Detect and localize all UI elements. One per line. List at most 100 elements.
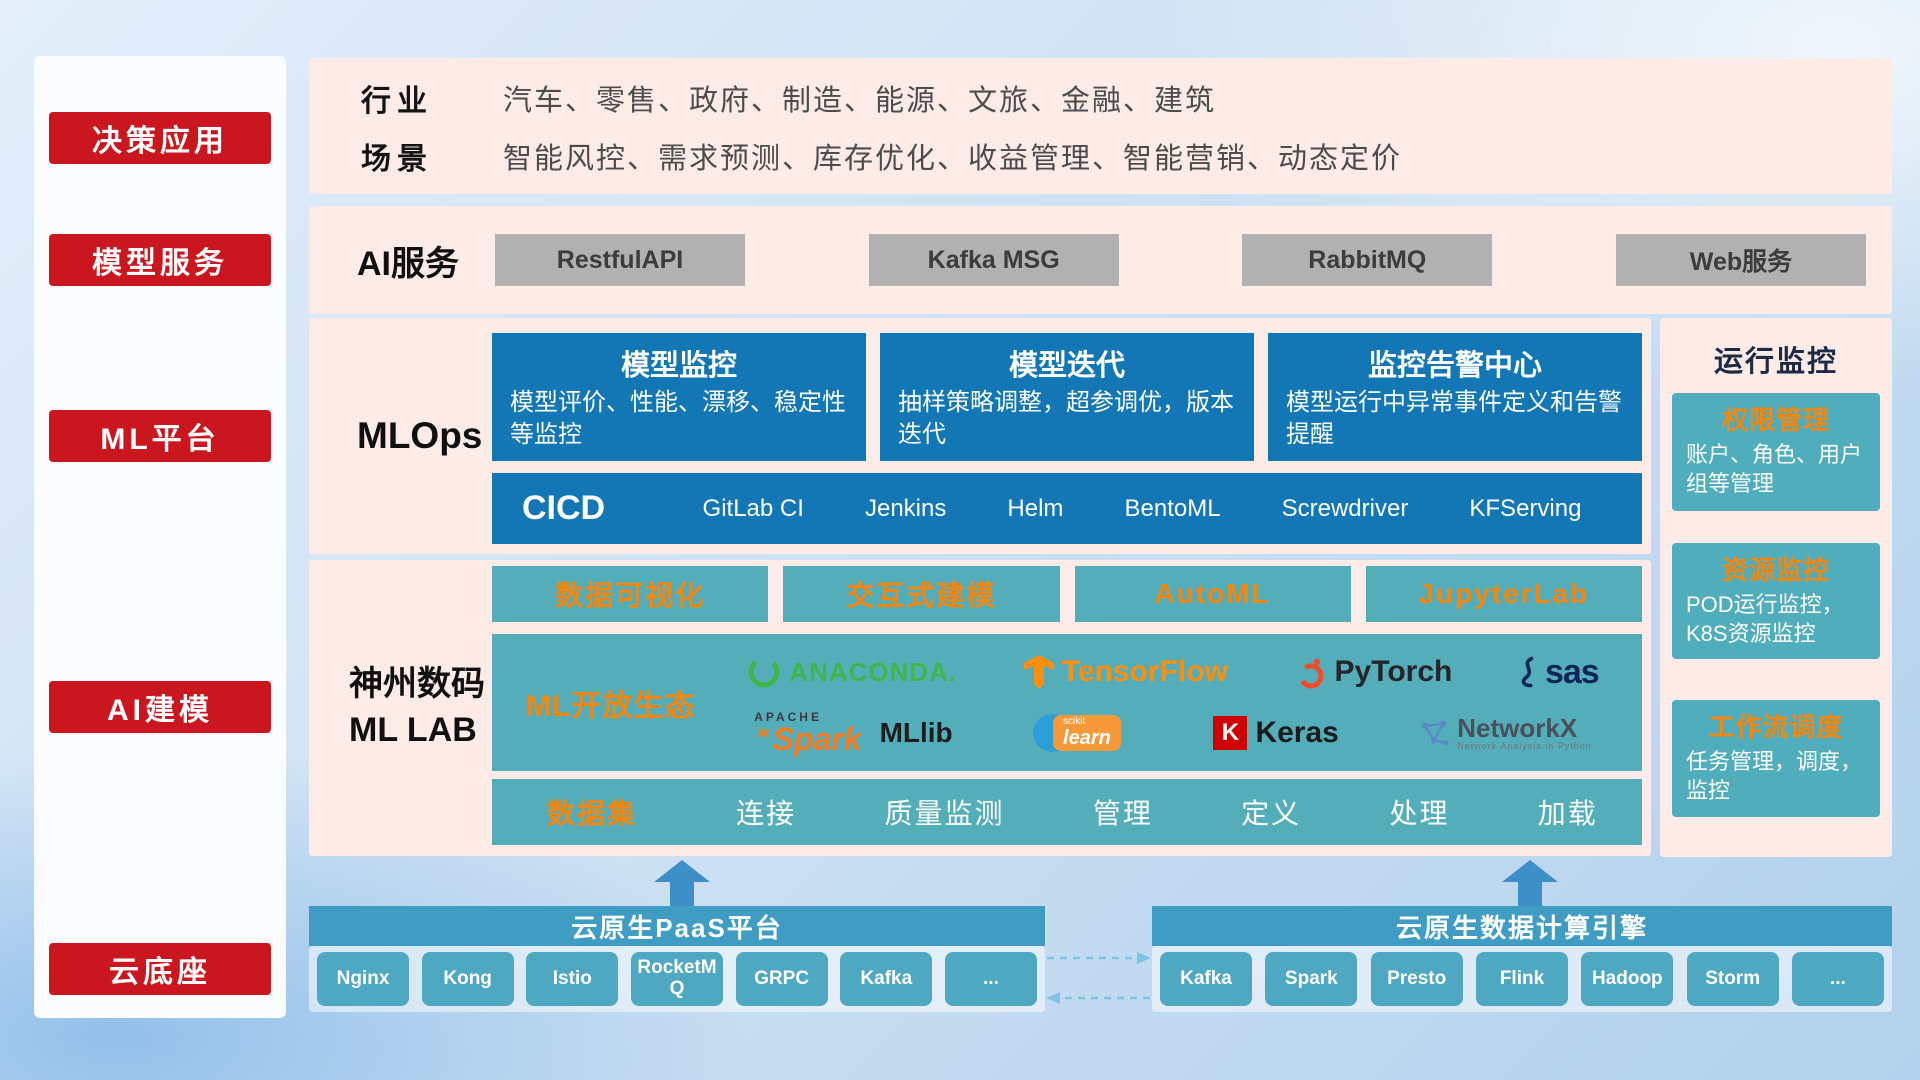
dataset-item-connect: 连接 <box>736 798 797 829</box>
service-chip-rabbitmq: RabbitMQ <box>1242 234 1493 286</box>
node-chip-rocketmq: RocketMQ <box>630 952 723 1006</box>
anaconda-icon <box>748 656 780 688</box>
networkx-icon <box>1422 720 1449 746</box>
spark-mllib-logo: APACHE ✶Spark MLlib <box>754 709 953 757</box>
card-title: 工作流调度 <box>1708 712 1844 742</box>
ml-ecosystem-label: ML开放生态 <box>526 689 696 723</box>
industry-scene-panel: 行业 汽车、零售、政府、制造、能源、文旅、金融、建筑 场景 智能风控、需求预测、… <box>309 58 1892 194</box>
exchange-arrows <box>1046 952 1151 1004</box>
card-desc: 账户、角色、用户组等管理 <box>1686 442 1863 496</box>
mllab-tool-data-viz: 数据可视化 <box>492 566 769 622</box>
service-chip-web: Web服务 <box>1615 234 1866 286</box>
node-chip-kafka: Kafka <box>840 952 933 1006</box>
dataset-label: 数据集 <box>546 798 637 829</box>
engine-bar-title: 云原生数据计算引擎 <box>1395 912 1648 943</box>
rail-item-decision-app: 决策应用 <box>49 112 271 164</box>
card-title: 监控告警中心 <box>1367 350 1542 382</box>
mlops-label: MLOps <box>357 415 483 456</box>
engine-node-strip: Kafka Spark Presto Flink Hadoop Storm ..… <box>1152 946 1892 1012</box>
runtime-monitor-title: 运行监控 <box>1713 346 1838 378</box>
cicd-tool-kfserving: KFServing <box>1469 494 1582 522</box>
card-desc: 任务管理，调度，监控 <box>1686 749 1863 803</box>
service-chip-restfulapi: RestfulAPI <box>495 234 745 286</box>
industry-label: 行业 <box>361 85 433 118</box>
scikit-learn-logo: scikit learn <box>1033 710 1133 756</box>
mllab-tool-jupyterlab: JupyterLab <box>1365 566 1642 622</box>
mlops-card-alert-center: 监控告警中心 模型运行中异常事件定义和告警提醒 <box>1268 333 1642 461</box>
card-title: 模型监控 <box>620 350 737 382</box>
dataset-bar: 数据集 连接 质量监测 管理 定义 处理 加载 <box>492 779 1642 845</box>
rail-item-ml-platform: ML平台 <box>49 410 271 462</box>
pytorch-icon <box>1298 659 1324 689</box>
keras-logo: K Keras <box>1213 715 1339 750</box>
runtime-monitor-panel: 运行监控 权限管理 账户、角色、用户组等管理 资源监控 POD运行监控，K8S资… <box>1660 318 1892 857</box>
keras-k-icon: K <box>1213 715 1248 750</box>
left-rail: 决策应用 模型服务 ML平台 AI建模 云底座 <box>34 56 286 1018</box>
card-desc: 模型运行中异常事件定义和告警提醒 <box>1286 389 1622 449</box>
scene-list: 智能风控、需求预测、库存优化、收益管理、智能营销、动态定价 <box>503 143 1403 175</box>
node-chip-presto: Presto <box>1370 952 1463 1006</box>
monitor-card-resources: 资源监控 POD运行监控，K8S资源监控 <box>1672 543 1880 659</box>
node-chip-nginx: Nginx <box>317 952 409 1006</box>
mllab-panel: 神州数码 ML LAB 数据可视化 交互式建模 AutoML JupyterLa… <box>309 560 1651 856</box>
cicd-tool-helm: Helm <box>1007 494 1064 522</box>
node-chip-grpc: GRPC <box>735 952 828 1006</box>
spark-star-icon: ✶ <box>754 720 773 746</box>
node-chip-istio: Istio <box>526 952 619 1006</box>
mllab-label: 神州数码 ML LAB <box>339 560 499 856</box>
node-chip-more2: ... <box>1791 952 1884 1006</box>
node-chip-flink: Flink <box>1475 952 1568 1006</box>
paas-bar: 云原生PaaS平台 <box>309 906 1045 946</box>
monitor-card-workflow: 工作流调度 任务管理，调度，监控 <box>1672 700 1880 817</box>
dataset-item-load: 加载 <box>1537 798 1598 829</box>
rail-item-cloud-base: 云底座 <box>49 943 271 995</box>
card-desc: POD运行监控，K8S资源监控 <box>1686 592 1844 646</box>
node-chip-kong: Kong <box>421 952 514 1006</box>
rail-item-model-service: 模型服务 <box>49 234 271 286</box>
rail-item-ai-modeling: AI建模 <box>49 681 271 733</box>
ml-ecosystem-box: ML开放生态 ANACONDA. Te <box>492 634 1642 771</box>
ai-service-panel: AI服务 RestfulAPI Kafka MSG RabbitMQ Web服务 <box>309 206 1892 314</box>
card-title: 模型迭代 <box>1008 350 1125 382</box>
monitor-card-permissions: 权限管理 账户、角色、用户组等管理 <box>1672 393 1880 511</box>
pytorch-logo: PyTorch <box>1295 654 1452 690</box>
industry-list: 汽车、零售、政府、制造、能源、文旅、金融、建筑 <box>503 85 1217 117</box>
cicd-tool-bentoml: BentoML <box>1124 494 1221 522</box>
mlops-card-model-monitor: 模型监控 模型评价、性能、漂移、稳定性等监控 <box>492 333 866 461</box>
dataset-item-manage: 管理 <box>1092 798 1153 829</box>
node-chip-storm: Storm <box>1686 952 1779 1006</box>
node-chip-spark: Spark <box>1265 952 1358 1006</box>
paas-node-strip: Nginx Kong Istio RocketMQ GRPC Kafka ... <box>309 946 1045 1012</box>
service-chip-kafka-msg: Kafka MSG <box>868 234 1119 286</box>
mllab-tool-automl: AutoML <box>1074 566 1351 622</box>
dataset-item-process: 处理 <box>1389 798 1450 829</box>
card-title: 资源监控 <box>1721 555 1830 585</box>
scene-label: 场景 <box>361 143 433 176</box>
card-desc: 模型评价、性能、漂移、稳定性等监控 <box>510 389 846 449</box>
networkx-logo: NetworkX Network Analysis in Python <box>1419 713 1592 752</box>
anaconda-logo: ANACONDA. <box>747 655 957 689</box>
cicd-bar: CICD GitLab CI Jenkins Helm BentoML Scre… <box>492 473 1642 544</box>
card-title: 权限管理 <box>1721 405 1830 435</box>
node-chip-more: ... <box>944 952 1037 1006</box>
mllab-label-line2: ML LAB <box>349 711 477 749</box>
cicd-tool-screwdriver: Screwdriver <box>1281 494 1409 522</box>
cicd-label: CICD <box>522 489 606 527</box>
dataset-item-define: 定义 <box>1241 798 1302 829</box>
mllab-label-line1: 神州数码 <box>349 665 485 704</box>
node-chip-kafka2: Kafka <box>1160 952 1252 1006</box>
paas-bar-title: 云原生PaaS平台 <box>571 912 783 943</box>
tensorflow-icon <box>1023 655 1054 690</box>
cicd-tool-gitlab-ci: GitLab CI <box>702 494 804 522</box>
tensorflow-logo: TensorFlow <box>1023 655 1228 690</box>
sas-logo: sas <box>1519 653 1600 692</box>
dataset-item-quality: 质量监测 <box>884 798 1005 829</box>
mlops-card-model-iteration: 模型迭代 抽样策略调整，超参调优，版本迭代 <box>880 333 1254 461</box>
node-chip-hadoop: Hadoop <box>1581 952 1674 1006</box>
card-desc: 抽样策略调整，超参调优，版本迭代 <box>898 389 1234 449</box>
up-arrow-right <box>1502 860 1558 906</box>
engine-bar: 云原生数据计算引擎 <box>1152 906 1892 946</box>
mlops-panel: MLOps 模型监控 模型评价、性能、漂移、稳定性等监控 模型迭代 抽样策略调整… <box>309 318 1651 554</box>
ai-service-label: AI服务 <box>357 244 459 283</box>
